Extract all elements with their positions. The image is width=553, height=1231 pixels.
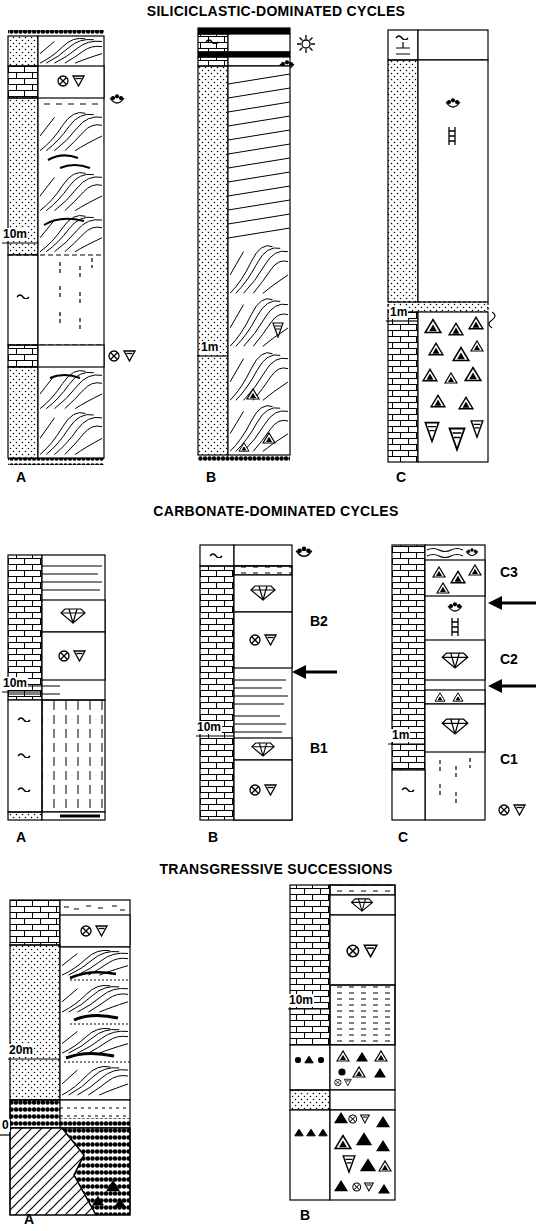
scale-label: 10m [2,228,28,241]
cycle-label: C2 [500,652,518,667]
section-heading: TRANSGRESSIVE SUCCESSIONS [159,862,392,877]
column-letter: B [206,470,216,485]
section-heading: CARBONATE-DOMINATED CYCLES [153,504,398,519]
column-letter: B [208,830,218,845]
scale-label: 0 [1,1119,10,1132]
scale-label: 10m [2,677,28,690]
column-letter: B [300,1208,310,1223]
column-letter: C [398,830,408,845]
cycle-label: B1 [310,741,328,756]
column-letter: A [24,1212,34,1227]
scale-label: 10m [288,994,314,1007]
column-letter: C [396,470,406,485]
scale-label: 1m [200,341,219,354]
column-letter: A [16,470,26,485]
cycle-label: C1 [500,752,518,767]
column-letter: A [16,830,26,845]
scale-label: 20m [8,1044,34,1057]
scale-label: 10m [196,721,222,734]
cycle-label: C3 [500,565,518,580]
cycle-label: B2 [310,614,328,629]
scale-label: 1m [391,729,410,742]
section-heading: SILICICLASTIC-DOMINATED CYCLES [147,4,405,19]
scale-label: 1m [389,306,408,319]
